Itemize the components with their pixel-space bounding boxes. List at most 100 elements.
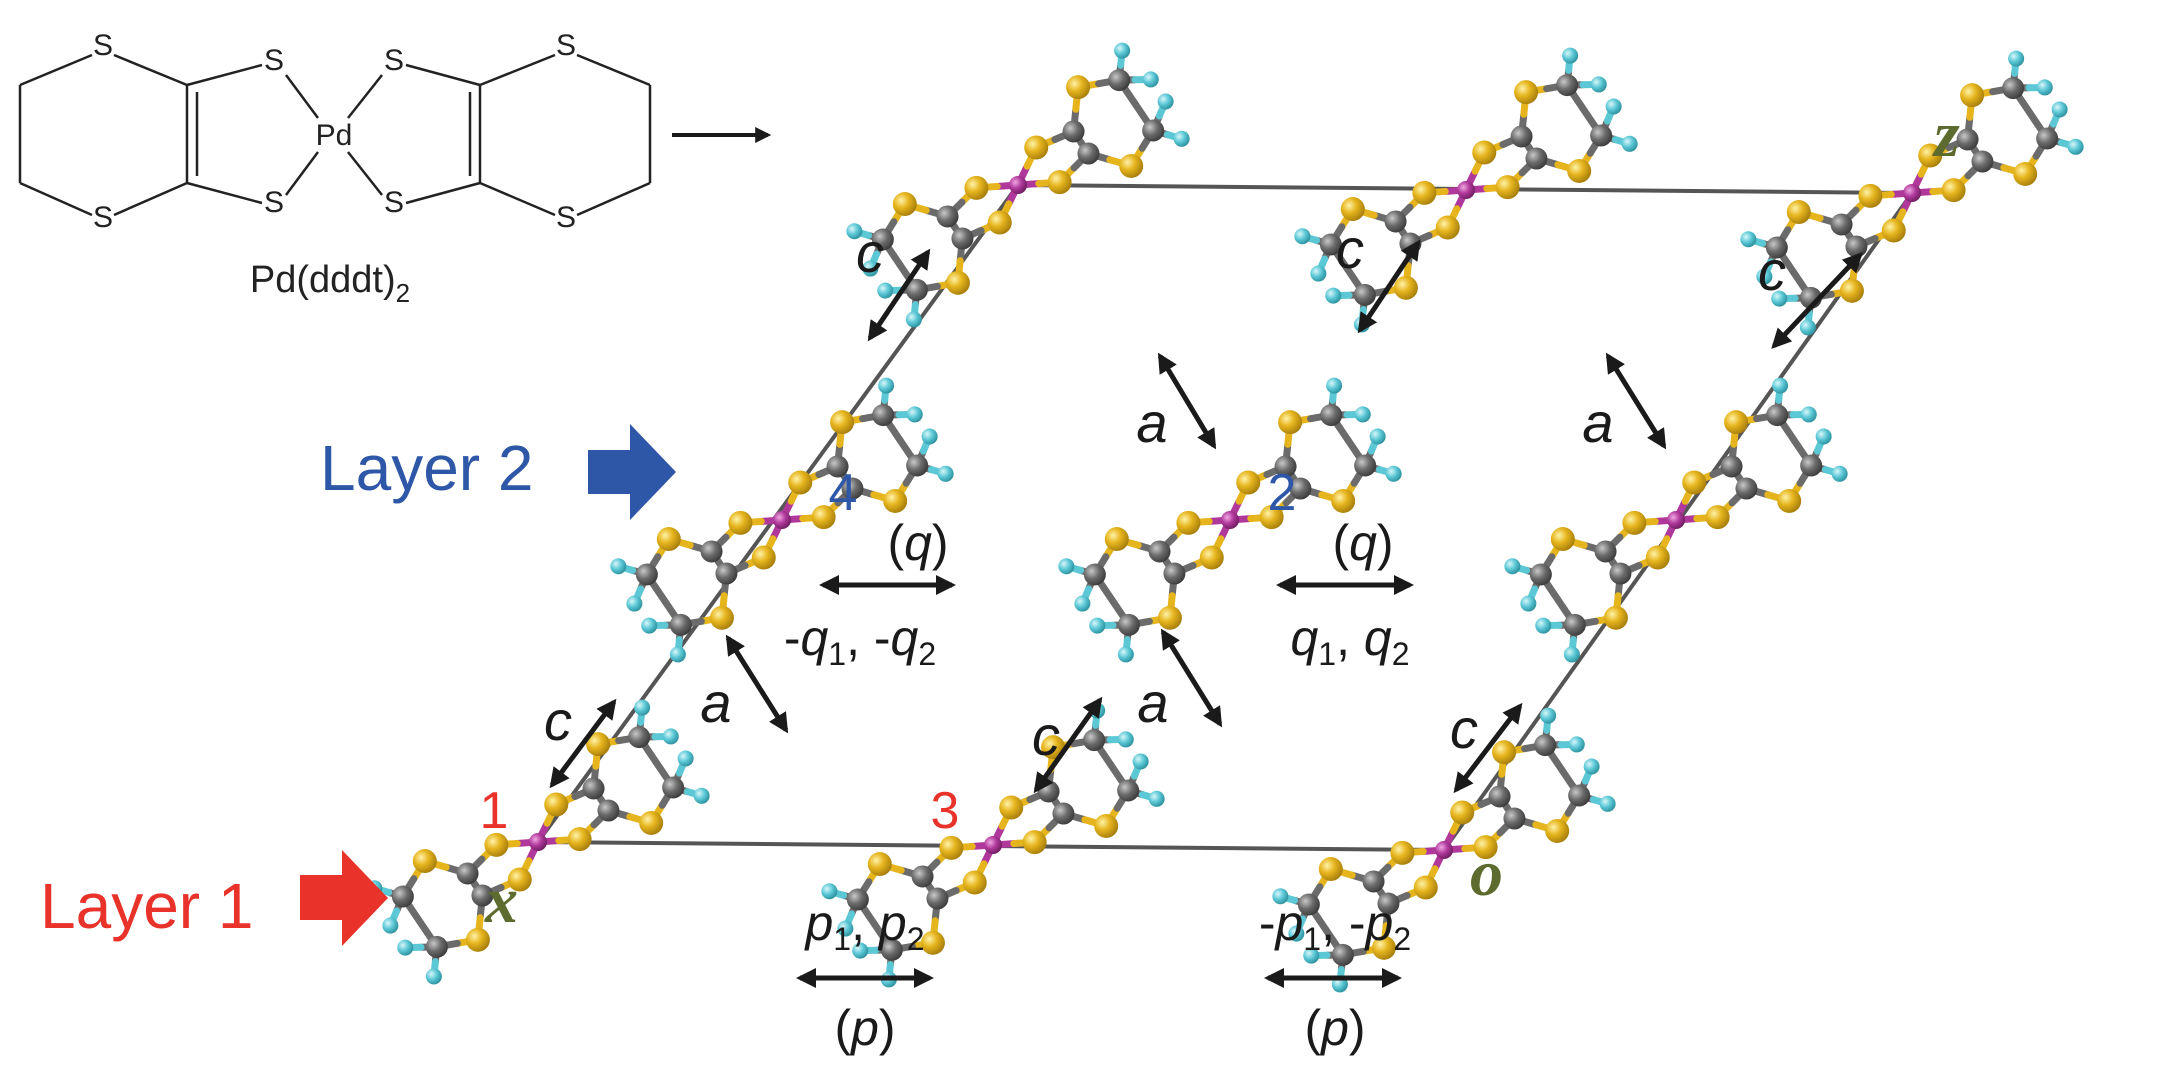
hydrogen-atom [852,942,869,959]
carbon-atom [1735,477,1758,500]
carbon-atom [700,540,723,563]
hydrogen-atom [905,311,922,328]
sulfur-atom [1472,140,1497,165]
sulfur-atom [465,927,490,952]
sulfur-atom [1941,178,1966,203]
molecule-caption: Pd(dddt)2 [250,259,410,308]
hydrogen-atom [1621,135,1638,152]
carbon-atom [1563,613,1586,636]
sulfur-atom [939,835,964,860]
sulfur-atom [1858,183,1883,208]
hydrogen-atom [846,223,863,240]
hydrogen-atom [1563,646,1580,663]
atom-label-s: S [384,44,404,77]
carbon-atom [1319,233,1342,256]
hydrogen-atom [1535,617,1552,634]
carbon-atom [1117,779,1140,802]
sulfur-atom [1259,505,1284,530]
sulfur-atom [1066,75,1091,100]
sulfur-atom [1786,200,1811,225]
carbon-atom [1956,128,1979,151]
carbon-atom [1083,729,1106,752]
palladium-atom [1903,184,1921,202]
layer2-label: Layer 2 [320,432,533,504]
carbon-atom [471,884,494,907]
carbon-atom [391,885,414,908]
carbon-atom [1077,142,1100,165]
atom-label-s: S [556,29,576,62]
label-neg-q1-neg-q2: -q1, -q2 [784,610,936,672]
hydrogen-atom [2051,101,2068,118]
hydrogen-atom [1772,377,1789,394]
label-a: a [1137,671,1168,734]
carbon-atom [1148,540,1171,563]
hydrogen-atom [1132,753,1149,770]
label-q-paren: (q) [887,515,948,571]
sulfur-atom [788,470,813,495]
carbon-atom [1503,807,1526,830]
sulfur-atom [1473,835,1498,860]
hydrogen-atom [1831,465,1848,482]
carbon-atom [635,563,658,586]
carbon-atom [1163,562,1186,585]
carbon-atom [1971,150,1994,173]
molecule-atom-labels: S S S S Pd S S S S [93,29,576,234]
hydrogen-atom [1540,707,1557,724]
label-c: c [1758,239,1786,302]
carbon-atom [1488,785,1511,808]
sulfur-atom [892,192,917,217]
carbon-atom [669,613,692,636]
sulfur-atom [1047,170,1072,195]
sulfur-atom [1918,143,1943,168]
palladium-atom [984,836,1002,854]
sulfur-atom [811,505,836,530]
sulfur-atom [830,410,855,435]
carbon-atom [1062,120,1085,143]
carbon-atom [1534,734,1557,757]
layer1-label: Layer 1 [40,870,253,942]
atom-label-s: S [384,186,404,219]
carbon-atom [1384,210,1407,233]
hydrogen-atom [1142,71,1159,88]
label-a: a [700,671,731,734]
carbon-atom [926,887,949,910]
carbon-atom [1556,74,1579,97]
sulfur-atom [1413,875,1438,900]
carbon-atom [1720,455,1743,478]
carbon-atom [597,799,620,822]
label-p-paren: (p) [1304,1000,1365,1056]
label-c: c [544,689,572,752]
sulfur-atom [1450,800,1475,825]
c-arrow [1771,252,1863,349]
interaction-arrows [549,239,1863,988]
hydrogen-atom [669,646,686,663]
palladium-atom [1667,511,1685,529]
molecule-number-3: 3 [931,782,960,840]
c-arrow [549,698,617,789]
sulfur-atom [920,930,945,955]
sulfur-atom [1024,135,1049,160]
sulfur-atom [1199,545,1224,570]
carbon-atom [1052,802,1075,825]
hydrogen-atom [1568,736,1585,753]
carbon-atom [1274,455,1297,478]
carbon-atom [871,228,894,251]
sulfur-atom [1839,278,1864,303]
carbon-atom [1830,213,1853,236]
hydrogen-atom [634,699,651,716]
hydrogen-atom [1799,319,1816,336]
hydrogen-atom [677,750,694,767]
carbon-atom [841,477,864,500]
sulfur-atom [1119,153,1144,178]
hydrogen-atom [1504,558,1521,575]
atom-label-s: S [93,201,113,234]
sulfur-atom [1390,840,1415,865]
hydrogen-atom [921,428,938,445]
hydrogen-atom [1173,130,1190,147]
hydrogen-atom [1058,558,1075,575]
sulfur-atom [1724,410,1749,435]
hydrogen-atom [821,883,838,900]
label-c: c [1032,704,1060,767]
sulfur-atom [728,510,753,535]
hydrogen-atom [1815,428,1832,445]
